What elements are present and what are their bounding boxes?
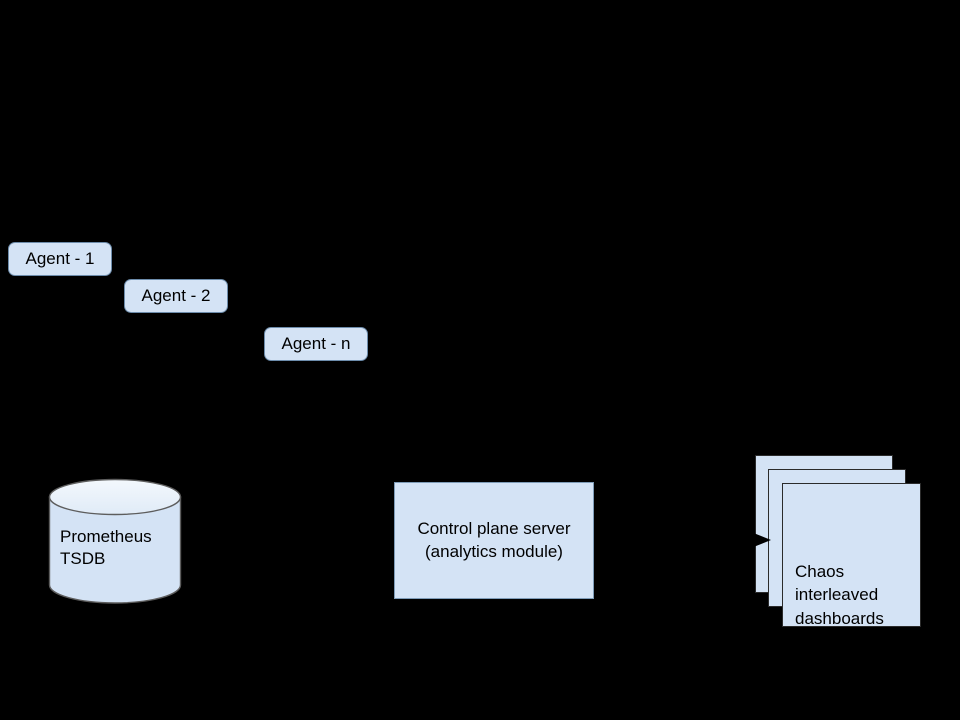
dashboard-stack-layer-front[interactable]: Chaos interleaved dashboards xyxy=(782,483,921,630)
agent-node-2-label: Agent - 2 xyxy=(141,286,211,306)
dashboard-label-line-3: dashboards xyxy=(795,608,884,628)
agent-node-1-label: Agent - 1 xyxy=(25,249,95,269)
control-plane-server-label: Control plane server (analytics module) xyxy=(417,518,570,563)
arrow-into-dashboards-icon xyxy=(751,532,771,548)
agent-node-1[interactable]: Agent - 1 xyxy=(8,242,112,276)
agent-node-n[interactable]: Agent - n xyxy=(264,327,368,361)
dashboard-label-line-2: interleaved xyxy=(795,585,879,605)
server-label-line-2: (analytics module) xyxy=(425,541,563,561)
dashboard-stack-label: Chaos interleaved dashboards xyxy=(795,560,884,630)
agent-node-n-label: Agent - n xyxy=(281,334,351,354)
dashboard-label-line-1: Chaos xyxy=(795,562,845,581)
cylinder-shape xyxy=(48,478,182,604)
server-label-line-1: Control plane server xyxy=(417,519,571,539)
control-plane-server-node[interactable]: Control plane server (analytics module) xyxy=(394,482,594,599)
agent-node-2[interactable]: Agent - 2 xyxy=(124,279,228,313)
database-node-prometheus-tsdb[interactable]: Prometheus TSDB xyxy=(48,478,182,604)
